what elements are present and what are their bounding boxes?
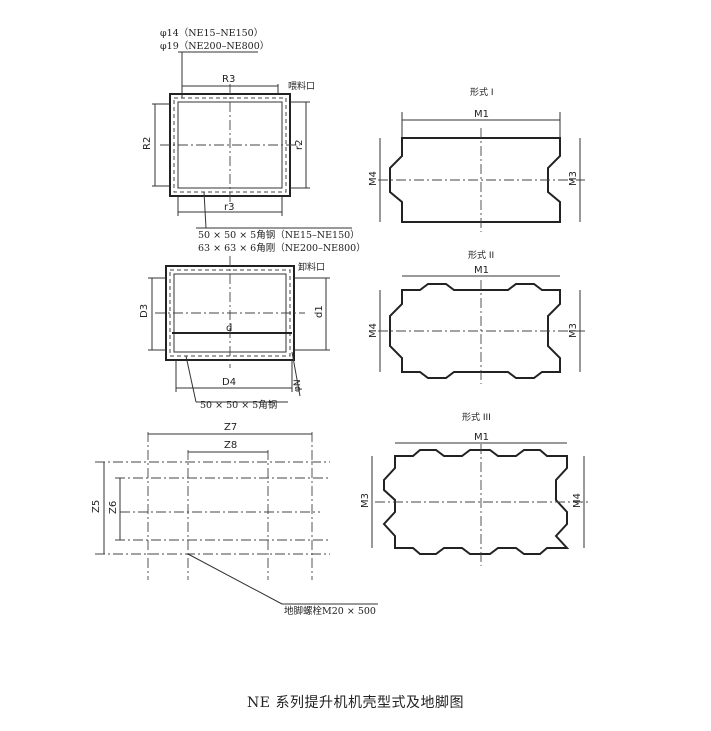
phiN-leader — [291, 351, 301, 397]
form-2-view: 形式 II M1 M4 M3 — [368, 249, 585, 384]
label-angle-top-2: 63 × 63 × 6角刚（NE200–NE800） — [198, 242, 366, 254]
label-D3: D3 — [139, 304, 150, 318]
label-angle-bottom: 50 × 50 × 5角钢 — [200, 399, 277, 411]
figure-caption: NE 系列提升机机壳型式及地脚图 — [247, 695, 464, 711]
angle-leader — [203, 191, 207, 229]
label-phi14: φ14（NE15–NE150） — [160, 27, 263, 39]
label-D4: D4 — [222, 377, 236, 388]
label-Z8: Z8 — [224, 440, 237, 451]
label-r3: r3 — [224, 202, 234, 213]
label-bolt: 地脚螺栓M20 × 500 — [284, 605, 376, 617]
label-phiN: φN — [293, 379, 303, 392]
label-outlet: 卸料口 — [298, 261, 325, 273]
form-2-shell — [389, 283, 561, 379]
label-r2: r2 — [294, 140, 305, 150]
form-1-M1: M1 — [474, 109, 489, 120]
form-2-right-label: M3 — [568, 323, 579, 338]
phi-leader — [178, 51, 183, 98]
form-1-shell — [389, 137, 561, 223]
form-2-title: 形式 II — [468, 249, 494, 261]
label-d1: d1 — [314, 305, 325, 318]
bolt-leader — [187, 553, 283, 605]
foundation-view: Z7 Z8 Z5 Z6 地脚螺栓M20 × 500 — [91, 422, 378, 617]
bottom-plan-view: d D3 d1 D4 卸料口 φN 50 × 50 × 5角钢 — [139, 256, 330, 411]
form-1-view: 形式 I M1 M4 M3 — [368, 86, 585, 232]
form-3-left-label: M3 — [360, 493, 371, 508]
label-inlet: 喂料口 — [288, 80, 315, 92]
form-3-right-label: M4 — [572, 493, 583, 508]
label-R2: R2 — [142, 137, 153, 150]
label-phi19: φ19（NE200–NE800） — [160, 40, 269, 52]
label-Z7: Z7 — [224, 422, 237, 433]
label-angle-top-1: 50 × 50 × 5角钢（NE15–NE150） — [198, 229, 360, 241]
label-Z6: Z6 — [108, 501, 119, 514]
angle-bottom-leader — [185, 355, 197, 403]
label-Z5: Z5 — [91, 500, 102, 513]
form-3-view: 形式 III M1 M3 M4 — [360, 411, 590, 566]
form-2-left-label: M4 — [368, 323, 379, 338]
form-1-left-label: M4 — [368, 171, 379, 186]
form-1-right-label: M3 — [568, 171, 579, 186]
form-2-M1: M1 — [474, 265, 489, 276]
form-1-title: 形式 I — [470, 86, 494, 98]
form-3-title: 形式 III — [462, 411, 491, 423]
top-plan-view: R3 R2 r2 r3 φ14（NE15–NE150） φ19（NE200–NE… — [142, 27, 366, 254]
label-d: d — [226, 323, 232, 334]
label-R3: R3 — [222, 74, 235, 85]
form-3-shell — [382, 449, 570, 555]
form-3-M1: M1 — [474, 432, 489, 443]
